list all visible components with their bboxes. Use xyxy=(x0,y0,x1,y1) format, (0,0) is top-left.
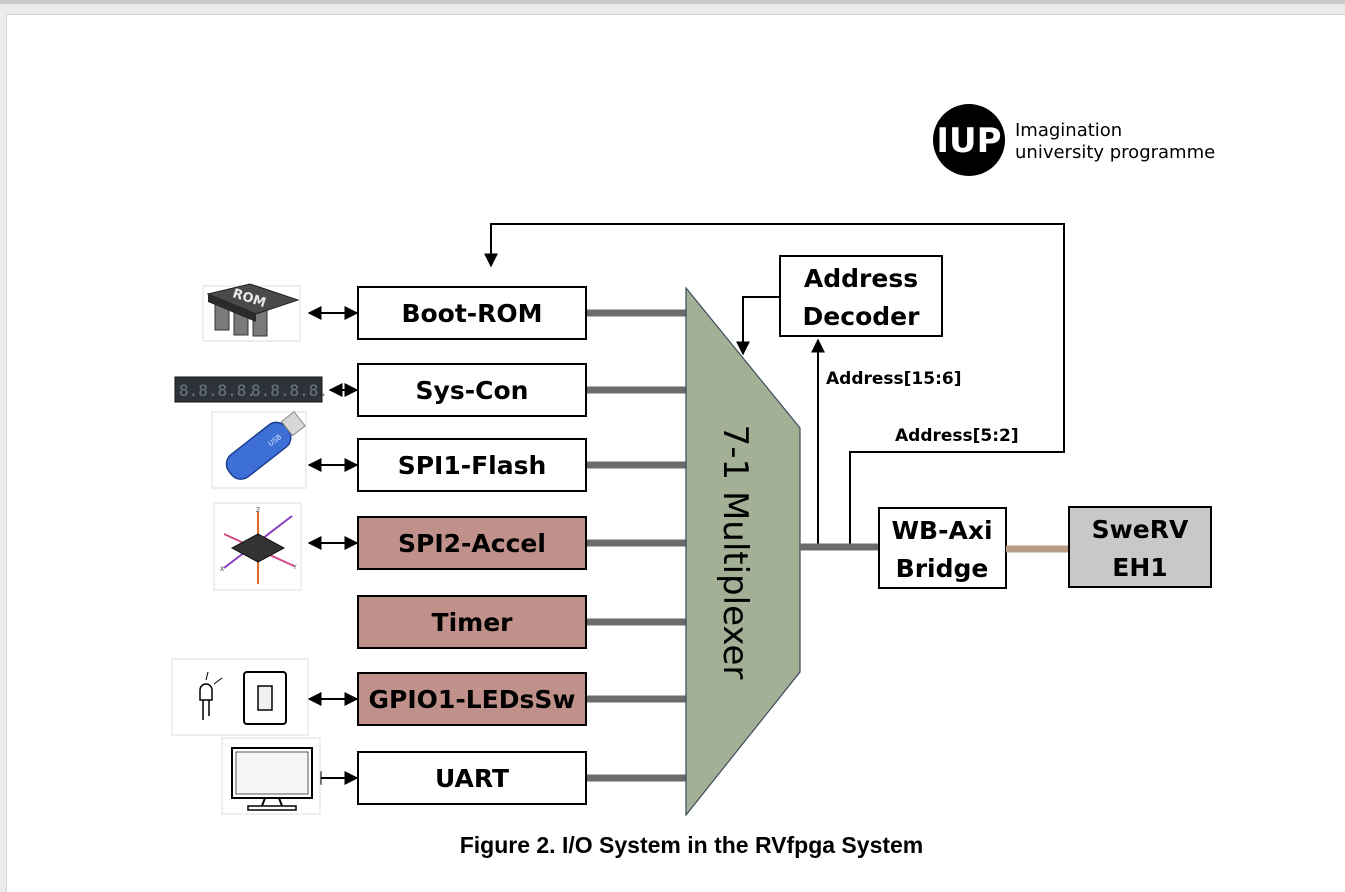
led-and-switch-icon xyxy=(171,658,309,736)
multiplexer-label: 7-1 Multiplexer xyxy=(715,425,755,680)
address-decoder-line2: Decoder xyxy=(803,302,921,331)
block-label-spi1-flash: SPI1-Flash xyxy=(398,451,547,480)
block-uart xyxy=(357,751,587,805)
usb-flash-drive-icon: USB xyxy=(211,410,307,489)
svg-text:8.8.8.8.: 8.8.8.8. xyxy=(179,381,256,400)
figure-caption: Figure 2. I/O System in the RVfpga Syste… xyxy=(459,832,924,858)
core-line2: EH1 xyxy=(1112,553,1167,582)
bridge-line1: WB-Axi xyxy=(891,516,992,545)
block-label-sys-con: Sys-Con xyxy=(416,376,529,405)
block-spi1-flash xyxy=(357,438,587,492)
bridge-line2: Bridge xyxy=(896,554,989,583)
block-label-gpio1-ledssw: GPIO1-LEDsSw xyxy=(369,685,576,714)
block-gpio1-ledssw xyxy=(357,672,587,726)
device-connectors xyxy=(307,306,359,785)
logo-line2: university programme xyxy=(1015,142,1215,163)
swerv-core-box xyxy=(1068,506,1212,588)
address-decoder-box xyxy=(779,255,943,337)
svg-text:Z: Z xyxy=(256,507,260,514)
address-high-label: Address[15:6] xyxy=(826,369,961,389)
block-sys-con xyxy=(357,363,587,417)
iup-logo-circle xyxy=(933,104,1005,176)
iup-logo-mark: IUP xyxy=(936,121,1001,161)
accelerometer-chip-icon: Z X Y xyxy=(213,502,302,591)
window-top-border xyxy=(0,0,1345,4)
seven-segment-display-icon: 8.8.8.8. 8.8.8.8. xyxy=(174,376,328,403)
multiplexer-shape xyxy=(685,286,801,817)
monitor-icon xyxy=(221,737,321,815)
block-label-uart: UART xyxy=(435,764,509,793)
svg-text:8.8.8.8.: 8.8.8.8. xyxy=(251,381,328,400)
svg-text:Y: Y xyxy=(292,564,297,571)
block-label-boot-rom: Boot-ROM xyxy=(401,299,542,328)
wishbone-bus-lines xyxy=(586,309,700,782)
block-label-timer: Timer xyxy=(432,608,514,637)
address-low-label: Address[5:2] xyxy=(895,426,1019,446)
decoder-select-line xyxy=(736,296,780,356)
svg-text:X: X xyxy=(220,566,224,573)
core-line1: SweRV xyxy=(1092,515,1189,544)
iup-logo: IUP Imagination university programme xyxy=(933,104,1215,176)
wb-axi-bridge-box xyxy=(878,507,1007,589)
rom-chip-icon: ROM xyxy=(202,283,301,342)
block-spi2-accel xyxy=(357,516,587,570)
block-label-spi2-accel: SPI2-Accel xyxy=(398,529,546,558)
block-timer xyxy=(357,595,587,649)
block-boot-rom xyxy=(357,286,587,340)
logo-line1: Imagination xyxy=(1015,120,1122,141)
address-low-line xyxy=(484,223,1065,545)
address-decoder-line1: Address xyxy=(804,264,918,293)
peripheral-blocks: Boot-ROM Sys-ConSPI1-FlashSPI2-AccelTimer… xyxy=(357,286,587,805)
